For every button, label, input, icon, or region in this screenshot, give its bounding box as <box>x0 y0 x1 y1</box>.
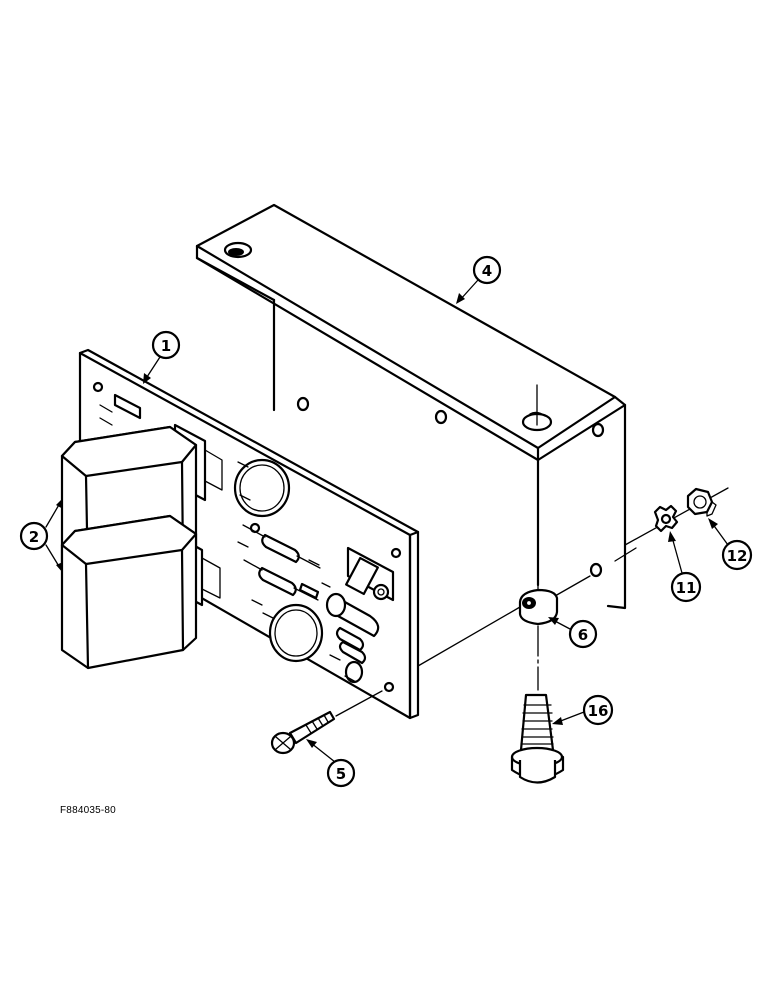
callout-5: 5 <box>326 758 356 788</box>
callout-2-label: 2 <box>29 528 39 546</box>
figure-id: F884035-80 <box>60 805 116 816</box>
lock-washer <box>653 504 679 533</box>
leader-lines <box>45 279 729 763</box>
callout-11-label: 11 <box>676 579 697 597</box>
callout-12-label: 12 <box>727 547 748 565</box>
callout-11: 11 <box>670 571 702 603</box>
callout-5-label: 5 <box>336 765 346 783</box>
hex-nut <box>686 487 717 517</box>
callout-4-label: 4 <box>482 262 492 280</box>
callout-1-label: 1 <box>161 337 171 355</box>
callout-2: 2 <box>19 521 49 551</box>
spacer <box>518 588 559 691</box>
callout-12: 12 <box>721 539 753 571</box>
relay-lower <box>60 514 221 670</box>
screw <box>270 606 521 755</box>
callout-16: 16 <box>582 694 614 726</box>
callout-6: 6 <box>568 619 598 649</box>
hex-bolt <box>510 693 565 784</box>
mounting-bracket <box>195 203 729 610</box>
callout-16-label: 16 <box>588 702 609 720</box>
callout-4: 4 <box>472 255 502 285</box>
callout-6-label: 6 <box>578 626 588 644</box>
callout-1: 1 <box>151 330 181 360</box>
